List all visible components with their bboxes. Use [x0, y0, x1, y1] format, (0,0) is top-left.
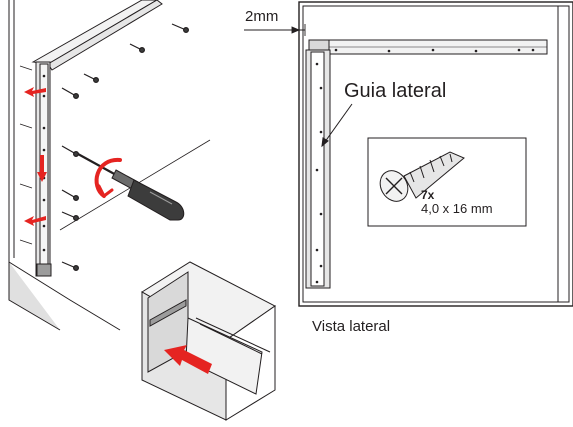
side-view-caption: Vista lateral: [312, 318, 391, 335]
arrow-left-bottom-icon: [24, 216, 46, 226]
arrow-left-top-icon: [24, 87, 46, 97]
drawer-divider: [195, 317, 271, 355]
push-arrows: [24, 87, 47, 226]
screw-size-label: 4,0 x 16 mm: [421, 201, 493, 216]
side-top-rail-holes: [334, 48, 535, 53]
rotation-arrow-icon: [94, 157, 122, 198]
push-arrow-icon: [164, 345, 212, 374]
gap-dimension-label: 2mm: [245, 8, 279, 25]
top-rail: [31, 0, 158, 65]
screw-quantity-label: 7x: [421, 188, 435, 202]
arrow-down-icon: [37, 155, 47, 182]
side-rail-label: Guia lateral: [344, 80, 447, 102]
rail-holes: [42, 74, 46, 252]
side-rail-leader: [321, 103, 353, 147]
top-rail-lower: [47, 0, 163, 71]
left-assembly-view: [8, 0, 211, 331]
drawer-rail-inner: [149, 299, 187, 327]
top-rail-screws: [83, 23, 190, 83]
side-rail-leader-arrow: [321, 137, 329, 148]
drawer-insertion-view: [141, 261, 276, 421]
side-vertical-rail-holes: [315, 62, 323, 284]
side-view-inner: [302, 5, 570, 303]
vertical-rail-screws: [61, 87, 79, 272]
cabinet-bottom-shade: [8, 262, 61, 331]
side-view-panel: [244, 1, 573, 307]
rail-screw-marks: [19, 65, 33, 245]
screw-icon: [379, 151, 465, 202]
screwdriver-icon: [77, 153, 185, 221]
rail-foot: [36, 263, 52, 277]
drawer-body: [185, 317, 263, 395]
gap-dimension-marker: [244, 24, 306, 36]
cabinet-side-edge: [8, 0, 121, 331]
